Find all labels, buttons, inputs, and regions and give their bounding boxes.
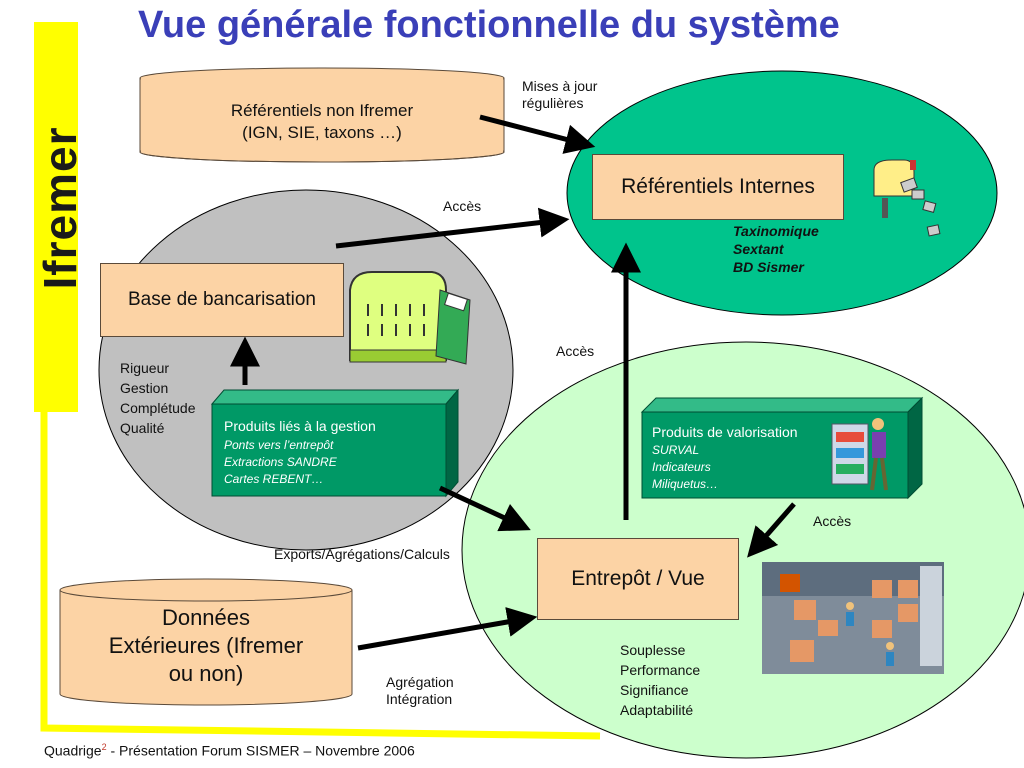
arrow-valorisation-to-entrepot xyxy=(747,502,796,558)
agregation-label: Agrégation Intégration xyxy=(386,674,454,708)
shopper-icon xyxy=(831,418,888,491)
produits-valorisation-title: Produits de valorisation xyxy=(652,424,798,440)
produits-gestion-title: Produits liés à la gestion xyxy=(224,418,376,434)
ifremer-logo: Ifremer xyxy=(28,98,92,318)
footer-prefix: Quadrige xyxy=(44,742,102,759)
top-cylinder-line: Référentiels non Ifremer xyxy=(230,101,414,120)
qualities-base-list: Rigueur Gestion Complétude Qualité xyxy=(120,358,196,438)
brand-text: Ifremer xyxy=(34,126,86,290)
produits-valorisation-items: SURVAL Indicateurs Miliquetus… xyxy=(652,442,718,493)
quality-item: Adaptabilité xyxy=(620,702,694,718)
bottom-cylinder-line: Données xyxy=(161,605,251,630)
qualities-entrepot-list: Souplesse Performance Signifiance Adapta… xyxy=(620,640,700,720)
referentiels-internes-box: Référentiels Internes xyxy=(592,154,844,220)
mises-a-jour-line: régulières xyxy=(522,95,584,111)
base-bancarisation-label: Base de bancarisation xyxy=(127,289,316,310)
referentiels-internes-label: Référentiels Internes xyxy=(621,175,815,198)
footer: Quadrige2 - Présentation Forum SISMER – … xyxy=(44,742,415,759)
referentiels-item: BD Sismer xyxy=(733,259,804,275)
acces-label-right: Accès xyxy=(813,513,852,529)
arrow-base-to-referentiels xyxy=(335,207,570,249)
referentiels-item: Sextant xyxy=(733,241,784,257)
quality-item: Souplesse xyxy=(620,642,686,658)
mises-a-jour-label: Mises à jour régulières xyxy=(522,78,597,112)
quality-item: Gestion xyxy=(120,380,169,396)
mises-a-jour-line: Mises à jour xyxy=(522,78,598,94)
entrepot-label: Entrepôt / Vue xyxy=(571,567,705,590)
quality-item: Performance xyxy=(620,662,701,678)
produits-valorisation-item: Indicateurs xyxy=(652,460,711,474)
agregation-line: Intégration xyxy=(386,691,453,707)
acces-label-mid: Accès xyxy=(556,343,595,359)
top-cylinder xyxy=(139,67,505,163)
mailbox-icon xyxy=(873,159,941,237)
bottom-cylinder-label: Données Extérieures (Ifremer ou non) xyxy=(60,604,352,688)
bottom-cylinder xyxy=(59,578,353,706)
entrepot-box: Entrepôt / Vue xyxy=(537,538,739,620)
page-title: Vue générale fonctionnelle du système xyxy=(138,4,840,46)
footer-text: - Présentation Forum SISMER – Novembre 2… xyxy=(106,742,415,759)
top-cylinder-line: (IGN, SIE, taxons …) xyxy=(242,123,402,142)
produits-gestion-item: Ponts vers l’entrepôt xyxy=(224,438,334,452)
referentiels-items: Taxinomique Sextant BD Sismer xyxy=(733,222,819,276)
top-cylinder-label: Référentiels non Ifremer (IGN, SIE, taxo… xyxy=(140,100,504,144)
arrow-donnees-to-entrepot xyxy=(357,607,538,651)
base-bancarisation-box: Base de bancarisation xyxy=(100,263,344,337)
produits-gestion-item: Extractions SANDRE xyxy=(224,455,337,469)
quality-item: Signifiance xyxy=(620,682,689,698)
acces-label-top: Accès xyxy=(443,198,482,214)
warehouse-icon xyxy=(762,562,944,674)
bottom-cylinder-line: ou non) xyxy=(168,661,244,686)
agregation-line: Agrégation xyxy=(386,674,454,690)
exports-label: Exports/Agrégations/Calculs xyxy=(274,546,450,562)
produits-gestion-box-shape xyxy=(210,388,460,498)
produits-gestion-item: Cartes REBENT… xyxy=(224,472,324,486)
produits-valorisation-item: SURVAL xyxy=(652,443,700,457)
produits-gestion-items: Ponts vers l’entrepôt Extractions SANDRE… xyxy=(224,437,337,488)
quality-item: Qualité xyxy=(120,420,165,436)
footer-superscript: 2 xyxy=(101,742,107,752)
bank-icon xyxy=(349,271,471,365)
quality-item: Complétude xyxy=(120,400,196,416)
bottom-cylinder-line: Extérieures (Ifremer xyxy=(108,633,304,658)
arrow-cylinder-to-referentiels xyxy=(479,114,596,154)
quality-item: Rigueur xyxy=(120,360,170,376)
produits-valorisation-item: Miliquetus… xyxy=(652,477,719,491)
yellow-frame xyxy=(34,22,601,740)
arrow-produits-to-entrepot xyxy=(438,485,531,532)
referentiels-item: Taxinomique xyxy=(733,223,819,239)
